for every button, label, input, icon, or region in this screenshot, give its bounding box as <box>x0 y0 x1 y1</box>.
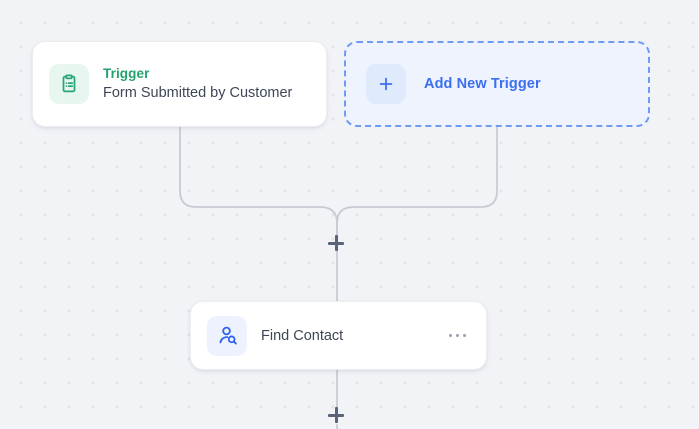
add-new-trigger-node[interactable]: Add New Trigger <box>344 41 650 127</box>
person-search-icon <box>207 315 247 356</box>
plus-icon <box>366 64 406 104</box>
find-contact-node[interactable]: Find Contact <box>190 301 487 370</box>
trigger-subtitle: Form Submitted by Customer <box>103 85 293 101</box>
trigger-text-block: Trigger Form Submitted by Customer <box>103 65 292 103</box>
add-step-plus-button-tail[interactable] <box>325 404 347 426</box>
add-new-trigger-label: Add New Trigger <box>424 76 541 92</box>
trigger-title: Trigger <box>103 66 150 81</box>
find-contact-label: Find Contact <box>261 327 344 344</box>
trigger-node[interactable]: Trigger Form Submitted by Customer <box>32 41 327 127</box>
kebab-menu-icon[interactable] <box>445 326 471 346</box>
add-step-plus-button-merge[interactable] <box>325 232 347 254</box>
clipboard-icon <box>49 64 89 104</box>
